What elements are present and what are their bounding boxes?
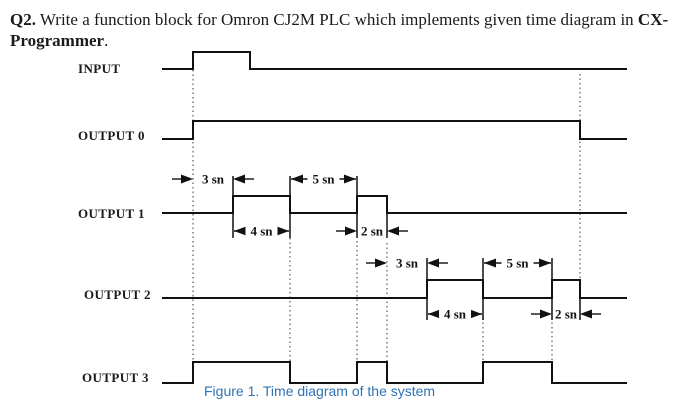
arrow-right-icon <box>345 226 357 236</box>
waveform-input <box>162 51 627 70</box>
arrow-left-icon <box>428 309 440 319</box>
signal-label-output-1: OUTPUT 1 <box>78 206 145 221</box>
waveform-output-2 <box>162 279 627 299</box>
arrow-right-icon <box>277 226 289 236</box>
arrow-right-icon <box>539 258 551 268</box>
signal-label-output-0: OUTPUT 0 <box>78 128 145 143</box>
software-name-part2: Programmer <box>10 31 105 51</box>
question-body-text: Write a function block for Omron CJ2M PL… <box>35 10 638 29</box>
arrow-left-icon <box>387 226 399 236</box>
arrow-left-icon <box>291 174 303 184</box>
arrow-right-icon <box>344 174 356 184</box>
arrow-left-icon <box>484 258 496 268</box>
arrow-left-icon <box>580 309 592 319</box>
dimension-label: 3 sn <box>202 172 225 187</box>
arrow-right-icon <box>540 309 552 319</box>
figure-caption: Figure 1. Time diagram of the system <box>204 383 436 399</box>
arrow-left-icon <box>234 226 246 236</box>
question-line-1: Q2. Write a function block for Omron CJ2… <box>10 9 668 30</box>
arrow-right-icon <box>181 174 193 184</box>
signal-label-input: INPUT <box>78 61 121 76</box>
question-end-period: . <box>104 31 109 51</box>
dimension-label: 4 sn <box>250 224 273 239</box>
waveform-output-3 <box>162 361 627 384</box>
dimension-label: 4 sn <box>444 307 467 322</box>
question-line-2: Programmer. <box>10 30 668 51</box>
arrow-right-icon <box>470 309 482 319</box>
software-name-part1: CX- <box>637 10 669 29</box>
arrow-left-icon <box>233 174 245 184</box>
dimension-label: 3 sn <box>396 256 419 271</box>
dimension-label-bg <box>501 255 534 270</box>
dimension-label: 5 sn <box>312 172 335 187</box>
signal-label-output-2: OUTPUT 2 <box>84 287 151 302</box>
waveform-output-1 <box>162 195 627 214</box>
arrow-left-icon <box>427 258 439 268</box>
arrow-right-icon <box>375 258 387 268</box>
waveform-output-0 <box>162 120 627 140</box>
dimension-label-bg <box>307 171 340 186</box>
dimension-label-bg <box>439 306 471 321</box>
signal-label-output-3: OUTPUT 3 <box>82 370 149 385</box>
dimension-label: 2 sn <box>555 307 578 322</box>
dimension-label: 5 sn <box>506 256 529 271</box>
dimension-label: 2 sn <box>361 224 384 239</box>
dimension-label-bg <box>245 223 278 238</box>
question-text: Q2. Write a function block for Omron CJ2… <box>10 9 668 52</box>
question-number: Q2. <box>10 10 36 29</box>
